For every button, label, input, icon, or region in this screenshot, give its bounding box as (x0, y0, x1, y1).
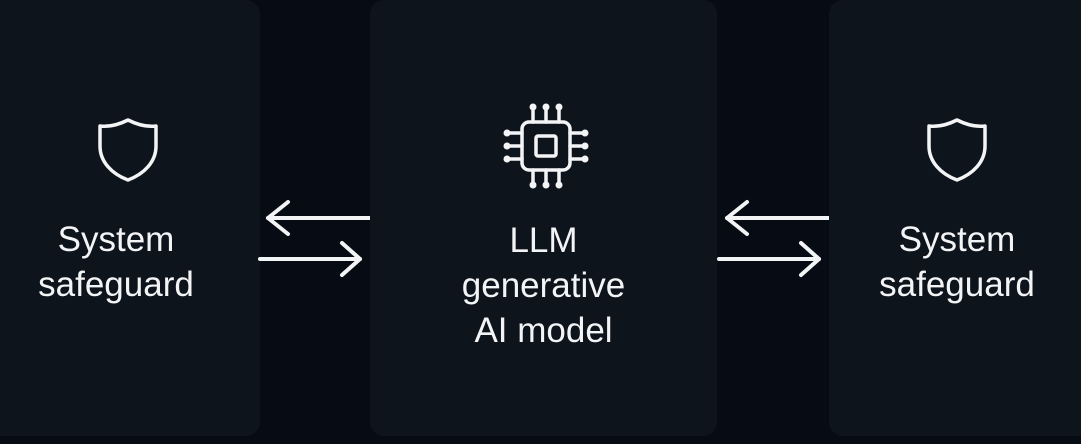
system-safeguard-node-left: System safeguard (0, 0, 260, 436)
node-label-line: generative (461, 266, 626, 305)
node-label-line: System (57, 220, 175, 259)
arrow-head-left-icon (725, 200, 749, 236)
node-label-line: System (898, 220, 1016, 259)
chip-icon (503, 103, 589, 189)
shield-icon (98, 118, 158, 182)
node-label-line: safeguard (879, 265, 1035, 304)
shield-icon (927, 118, 987, 182)
node-label: LLM generative AI model (370, 218, 717, 353)
node-label-line: safeguard (38, 265, 194, 304)
node-label: System safeguard (829, 217, 1081, 307)
node-label: System safeguard (0, 217, 232, 307)
node-label-line: AI model (474, 311, 613, 350)
bidirectional-arrow-right (717, 200, 829, 277)
system-safeguard-node-right: System safeguard (829, 0, 1081, 436)
bidirectional-arrow-left (258, 200, 370, 277)
arrow-head-left-icon (266, 200, 290, 236)
node-label-line: LLM (509, 221, 578, 260)
arrow-head-right-icon (340, 241, 362, 277)
llm-model-node: LLM generative AI model (370, 0, 717, 436)
arrow-head-right-icon (799, 241, 821, 277)
